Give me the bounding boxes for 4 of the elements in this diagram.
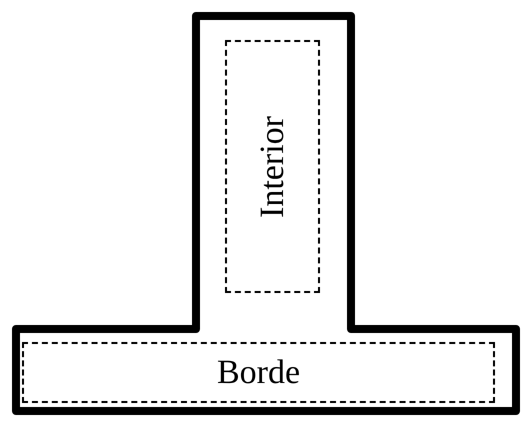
region-label: Borde (216, 356, 300, 390)
dashed-region (225, 40, 320, 293)
region-label: Interior (256, 116, 290, 218)
dashed-region (22, 342, 495, 403)
